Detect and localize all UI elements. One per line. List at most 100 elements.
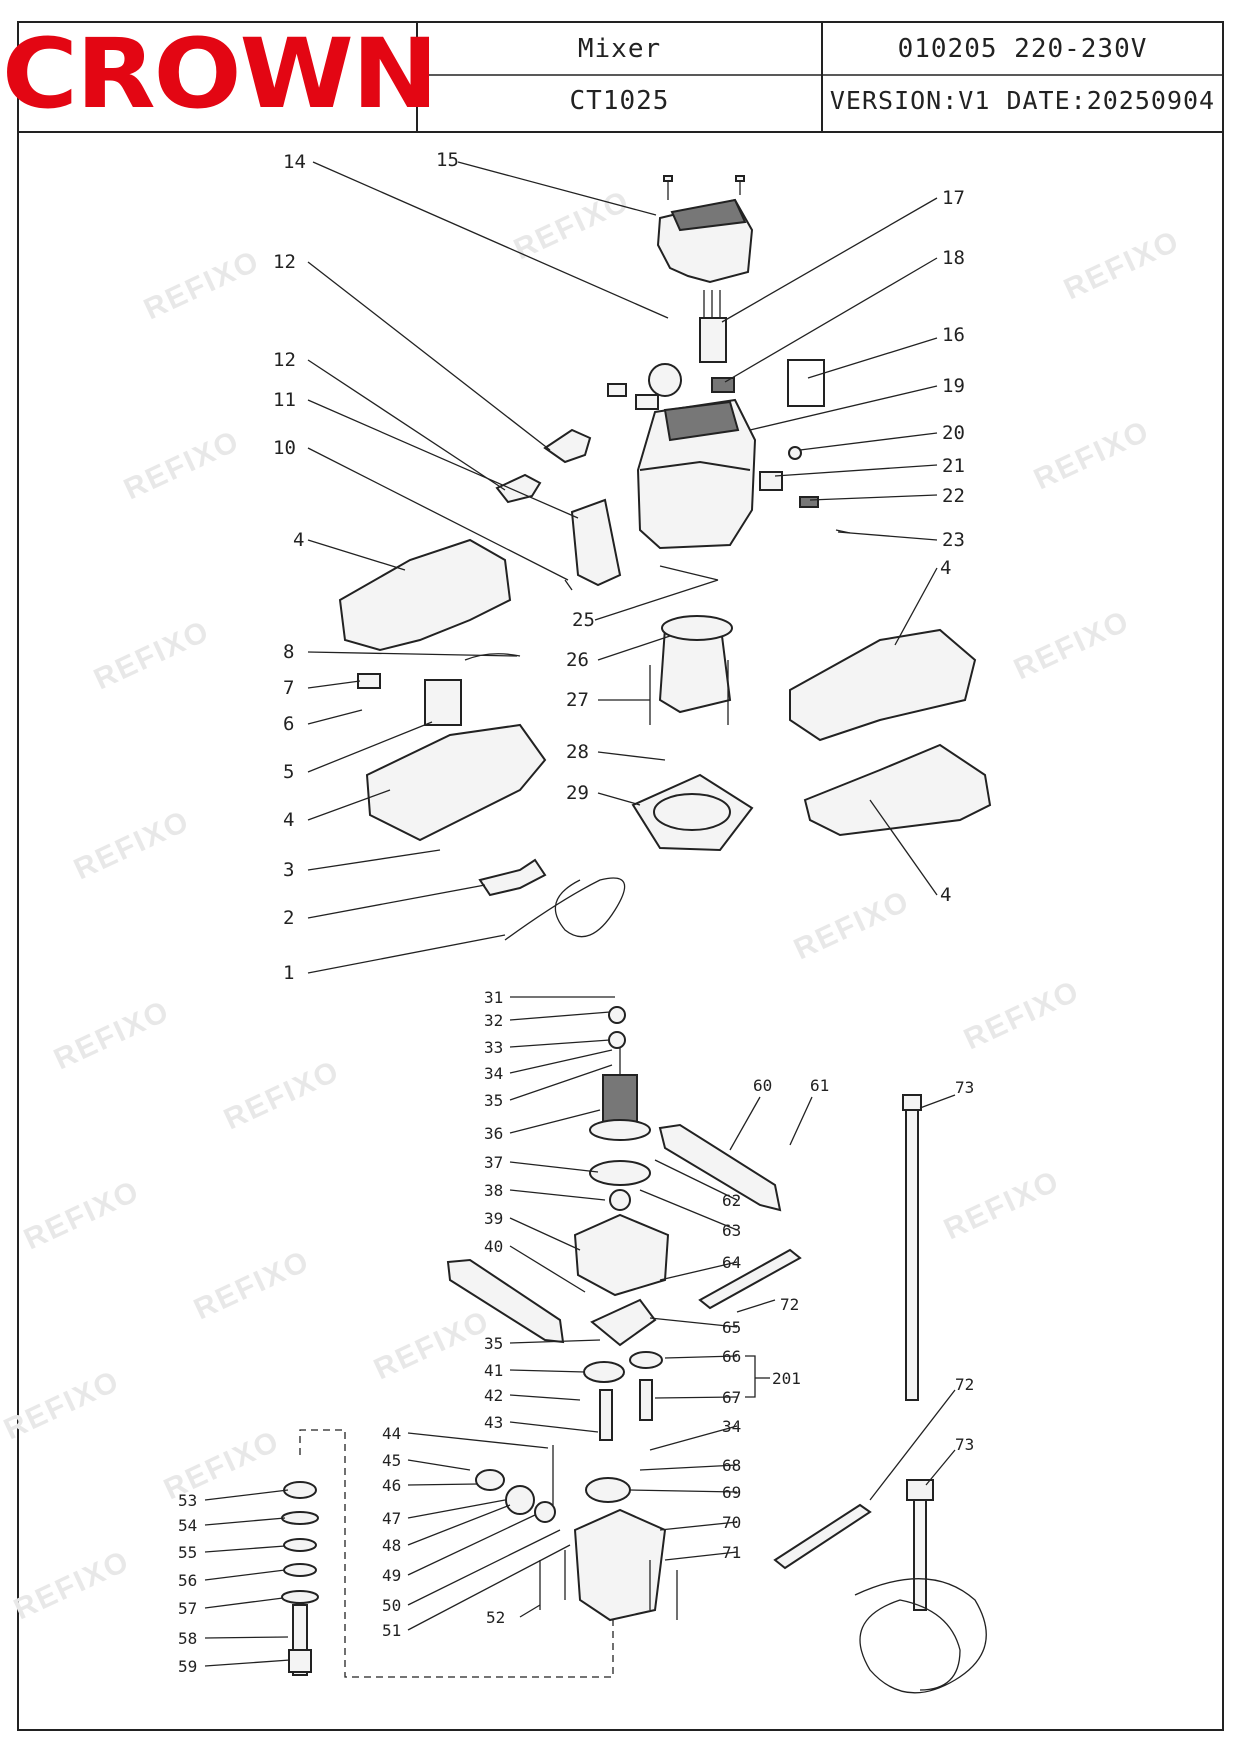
part-brush-holder bbox=[635, 394, 659, 410]
spindle-link-dashed bbox=[299, 1429, 614, 1678]
callout-16: 16 bbox=[942, 324, 965, 346]
watermark: REFIXO bbox=[939, 1164, 1065, 1246]
part-8-wire bbox=[464, 653, 521, 661]
callout-3: 3 bbox=[283, 859, 294, 881]
callout-201: 201 bbox=[772, 1369, 801, 1388]
callout-59: 59 bbox=[178, 1657, 197, 1676]
callout-35: 35 bbox=[484, 1334, 503, 1353]
model-number: CT1025 bbox=[569, 86, 670, 116]
callout-28: 28 bbox=[566, 741, 589, 763]
part-66-gear bbox=[629, 1351, 663, 1369]
callout-73: 73 bbox=[955, 1078, 974, 1097]
callout-60: 60 bbox=[753, 1076, 772, 1095]
watermark: REFIXO bbox=[1059, 224, 1185, 306]
callout-14: 14 bbox=[283, 151, 306, 173]
part-5-switch bbox=[424, 679, 462, 726]
watermark: REFIXO bbox=[49, 994, 175, 1076]
part-26-stator bbox=[658, 615, 733, 714]
callout-4: 4 bbox=[940, 884, 951, 906]
callout-68: 68 bbox=[722, 1456, 741, 1475]
callout-labels: 14 15 17 18 16 19 20 21 22 23 4 12 12 11… bbox=[178, 149, 974, 1676]
callout-46: 46 bbox=[382, 1476, 401, 1495]
part-39-gear-cover bbox=[573, 1213, 670, 1297]
callout-52: 52 bbox=[486, 1608, 505, 1627]
watermark: REFIXO bbox=[89, 614, 215, 696]
part-7-block bbox=[357, 673, 381, 689]
callout-32: 32 bbox=[484, 1011, 503, 1030]
part-14-clamp bbox=[543, 428, 592, 464]
brand-wordmark: CROWN bbox=[1, 18, 439, 130]
leader-lines bbox=[204, 161, 956, 1667]
callout-4: 4 bbox=[940, 557, 951, 579]
callout-50: 50 bbox=[382, 1596, 401, 1615]
callout-71: 71 bbox=[722, 1543, 741, 1562]
part-59-spindle-end bbox=[288, 1649, 312, 1673]
watermark: REFIXO bbox=[9, 1544, 135, 1626]
part-36-armature bbox=[589, 1040, 651, 1141]
product-name: Mixer bbox=[577, 34, 662, 64]
part-49-ring bbox=[534, 1501, 556, 1523]
callout-69: 69 bbox=[722, 1483, 741, 1502]
callout-51: 51 bbox=[382, 1621, 401, 1640]
part-46-bearing bbox=[475, 1469, 505, 1491]
part-73-paddle-shaft bbox=[913, 1489, 927, 1611]
callout-39: 39 bbox=[484, 1209, 503, 1228]
part-60-side-handle bbox=[658, 1123, 782, 1212]
watermark: REFIXO bbox=[139, 244, 265, 326]
callout-15: 15 bbox=[436, 149, 459, 171]
callout-25: 25 bbox=[572, 609, 595, 631]
part-capacitor bbox=[648, 363, 682, 397]
callout-54: 54 bbox=[178, 1516, 197, 1535]
part-15-top-cover bbox=[656, 198, 754, 284]
watermark: REFIXO bbox=[119, 424, 245, 506]
callout-18: 18 bbox=[942, 247, 965, 269]
callout-26: 26 bbox=[566, 649, 589, 671]
callout-12: 12 bbox=[273, 349, 296, 371]
part-37-plate bbox=[589, 1160, 651, 1186]
part-73-rod-top bbox=[902, 1094, 922, 1111]
watermark: REFIXO bbox=[219, 1054, 345, 1136]
part-4-handle-left bbox=[338, 538, 512, 652]
callout-66: 66 bbox=[722, 1347, 741, 1366]
part-67-shaft bbox=[639, 1379, 653, 1421]
callout-63: 63 bbox=[722, 1221, 741, 1240]
callout-11: 11 bbox=[273, 389, 296, 411]
callout-4: 4 bbox=[293, 529, 304, 551]
part-43-shaft bbox=[599, 1389, 613, 1441]
callout-8: 8 bbox=[283, 641, 294, 663]
part-12-clamp bbox=[495, 473, 542, 504]
code-voltage: 010205 220-230V bbox=[897, 34, 1148, 64]
part-73-extension-rod bbox=[905, 1099, 919, 1401]
screws bbox=[663, 175, 745, 200]
callout-70: 70 bbox=[722, 1513, 741, 1532]
callout-23: 23 bbox=[942, 529, 965, 551]
callout-38: 38 bbox=[484, 1181, 503, 1200]
part-33-ring bbox=[608, 1031, 626, 1049]
callout-33: 33 bbox=[484, 1038, 503, 1057]
part-4-handle-right-top bbox=[789, 628, 977, 742]
part-41-gear bbox=[583, 1361, 625, 1383]
callout-62: 62 bbox=[722, 1191, 741, 1210]
callout-1: 1 bbox=[283, 962, 294, 984]
part-16-label bbox=[787, 359, 825, 407]
callout-20: 20 bbox=[942, 422, 965, 444]
callout-73: 73 bbox=[955, 1435, 974, 1454]
callout-72: 72 bbox=[780, 1295, 799, 1314]
callout-56: 56 bbox=[178, 1571, 197, 1590]
part-brush bbox=[607, 383, 627, 397]
watermark: REFIXO bbox=[509, 184, 635, 266]
callout-55: 55 bbox=[178, 1543, 197, 1562]
part-55-ring bbox=[283, 1538, 317, 1552]
part-19-motor-housing bbox=[636, 398, 757, 550]
part-65-plate bbox=[590, 1298, 657, 1347]
part-22-connector bbox=[799, 496, 819, 508]
callout-67: 67 bbox=[722, 1388, 741, 1407]
part-57-circlip bbox=[281, 1590, 319, 1604]
part-32-bearing bbox=[608, 1006, 626, 1024]
callout-64: 64 bbox=[722, 1253, 741, 1272]
watermark: REFIXO bbox=[1009, 604, 1135, 686]
part-11-switch-cover bbox=[570, 498, 622, 587]
watermark: REFIXO bbox=[1029, 414, 1155, 496]
